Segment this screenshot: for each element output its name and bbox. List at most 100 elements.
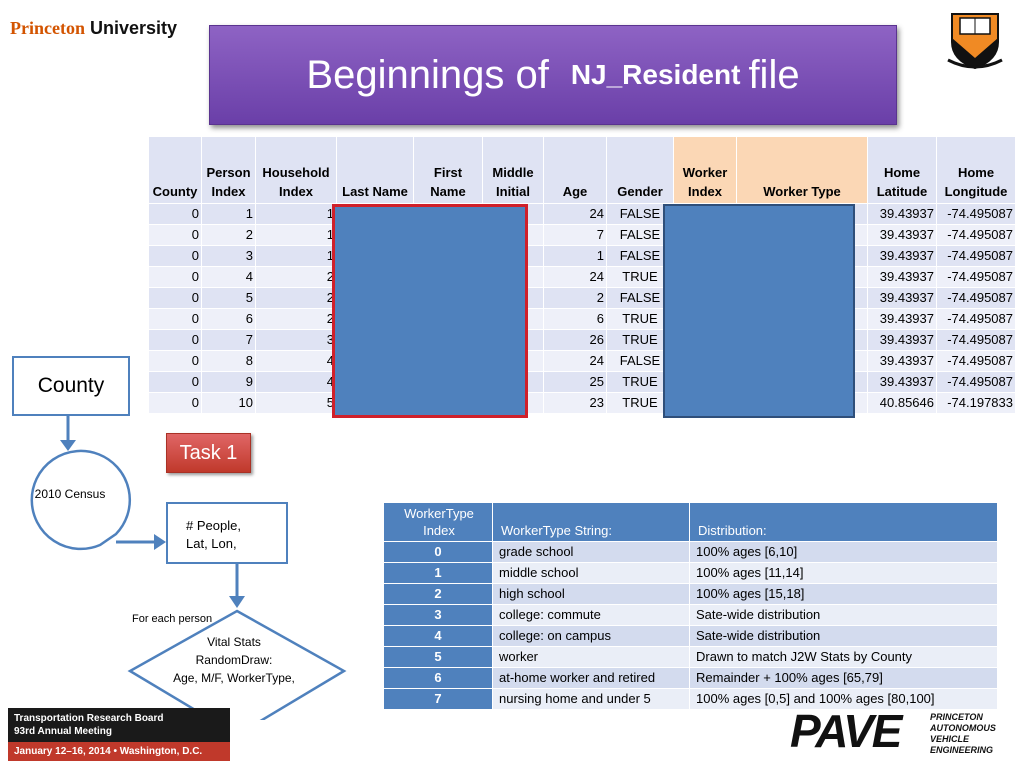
cell-index: 5 <box>384 646 493 668</box>
cell-county: 0 <box>149 266 202 288</box>
table-row: 5 worker Drawn to match J2W Stats by Cou… <box>384 646 998 668</box>
header-worker-type: Worker Type <box>736 137 868 204</box>
cell-gender: TRUE <box>606 308 674 330</box>
cell-string: college: on campus <box>492 625 690 647</box>
cell-string: nursing home and under 5 <box>492 688 690 709</box>
cell-county: 0 <box>149 392 202 413</box>
cell-lat: 39.43937 <box>867 329 937 351</box>
table-row: 1 middle school 100% ages [11,14] <box>384 562 998 584</box>
cell-county: 0 <box>149 350 202 372</box>
cell-age: 24 <box>543 266 607 288</box>
cell-index: 6 <box>384 667 493 689</box>
header-last-name: Last Name <box>336 137 414 204</box>
cell-age: 24 <box>543 350 607 372</box>
cell-lat: 39.43937 <box>867 350 937 372</box>
cell-string: worker <box>492 646 690 668</box>
census-label: 2010 Census <box>34 487 106 501</box>
cell-distribution: Drawn to match J2W Stats by County <box>689 646 998 668</box>
cell-index: 7 <box>384 688 493 709</box>
table-row: 3 college: commute Sate-wide distributio… <box>384 604 998 626</box>
pave-sub-3: VEHICLE <box>930 734 970 744</box>
pave-sub-2: AUTONOMOUS <box>930 723 996 733</box>
cell-lon: -74.495087 <box>936 329 1016 351</box>
header-age: Age <box>543 137 607 204</box>
logo-part2: University <box>90 18 178 38</box>
header-distribution: Distribution: <box>689 503 998 542</box>
cell-lat: 39.43937 <box>867 203 937 225</box>
cell-lon: -74.197833 <box>936 392 1016 413</box>
cell-index: 3 <box>384 604 493 626</box>
cell-lon: -74.495087 <box>936 224 1016 246</box>
cell-lon: -74.495087 <box>936 245 1016 267</box>
vital-line-3: Age, M/F, WorkerType, <box>173 671 295 685</box>
logo-part1: Princeton <box>10 18 85 38</box>
cell-lat: 40.85646 <box>867 392 937 413</box>
cell-county: 0 <box>149 287 202 309</box>
cell-age: 25 <box>543 371 607 393</box>
cell-lon: -74.495087 <box>936 371 1016 393</box>
table-row: 0 grade school 100% ages [6,10] <box>384 541 998 563</box>
cell-person: 4 <box>201 266 256 288</box>
cell-person: 7 <box>201 329 256 351</box>
cell-distribution: Sate-wide distribution <box>689 625 998 647</box>
cell-index: 2 <box>384 583 493 605</box>
cell-gender: TRUE <box>606 266 674 288</box>
cell-gender: TRUE <box>606 392 674 413</box>
trb-line-2: 93rd Annual Meeting <box>14 726 112 737</box>
people-line-1: # People, <box>186 518 241 533</box>
title-part2: NJ_Resident <box>570 59 741 90</box>
cell-household: 4 <box>255 350 337 372</box>
cell-lat: 39.43937 <box>867 224 937 246</box>
table-row: 6 at-home worker and retired Remainder +… <box>384 667 998 689</box>
vital-line-2: RandomDraw: <box>195 653 273 667</box>
cell-gender: FALSE <box>606 350 674 372</box>
task-1-button[interactable]: Task 1 <box>166 433 251 473</box>
cell-person: 6 <box>201 308 256 330</box>
header-county: County <box>149 137 202 204</box>
cell-county: 0 <box>149 329 202 351</box>
header-gender: Gender <box>606 137 674 204</box>
people-box: # People, Lat, Lon, <box>166 502 288 564</box>
cell-index: 0 <box>384 541 493 563</box>
cell-lon: -74.495087 <box>936 266 1016 288</box>
cell-household: 1 <box>255 224 337 246</box>
vital-stats-text: Vital Stats RandomDraw: Age, M/F, Worker… <box>140 633 328 687</box>
cell-gender: FALSE <box>606 203 674 225</box>
cell-string: college: commute <box>492 604 690 626</box>
flowchart-connectors <box>30 416 347 720</box>
cell-person: 9 <box>201 371 256 393</box>
princeton-shield-icon <box>947 13 1003 70</box>
cell-distribution: Remainder + 100% ages [65,79] <box>689 667 998 689</box>
cell-household: 4 <box>255 371 337 393</box>
cell-lat: 39.43937 <box>867 371 937 393</box>
cell-lat: 39.43937 <box>867 287 937 309</box>
cell-person: 8 <box>201 350 256 372</box>
title-part1: Beginnings of <box>306 52 549 97</box>
pave-sub-1: PRINCETON <box>930 712 983 722</box>
pave-logo: PAVE PRINCETON AUTONOMOUS VEHICLE ENGINE… <box>790 706 1015 760</box>
vital-stats-diamond <box>127 609 347 720</box>
cell-string: at-home worker and retired <box>492 667 690 689</box>
cell-person: 5 <box>201 287 256 309</box>
cell-lon: -74.495087 <box>936 287 1016 309</box>
cell-household: 2 <box>255 308 337 330</box>
cell-household: 2 <box>255 287 337 309</box>
cell-person: 3 <box>201 245 256 267</box>
cell-age: 6 <box>543 308 607 330</box>
header-workertype-string: WorkerType String: <box>492 503 690 542</box>
cell-lon: -74.495087 <box>936 350 1016 372</box>
cell-household: 1 <box>255 203 337 225</box>
arrow-head <box>154 534 166 550</box>
pave-sub-4: ENGINEERING <box>930 745 994 755</box>
pave-word: PAVE <box>790 705 902 757</box>
cell-distribution: Sate-wide distribution <box>689 604 998 626</box>
slide-title: Beginnings of NJ_Resident file <box>209 25 897 125</box>
cell-gender: FALSE <box>606 224 674 246</box>
cell-county: 0 <box>149 224 202 246</box>
